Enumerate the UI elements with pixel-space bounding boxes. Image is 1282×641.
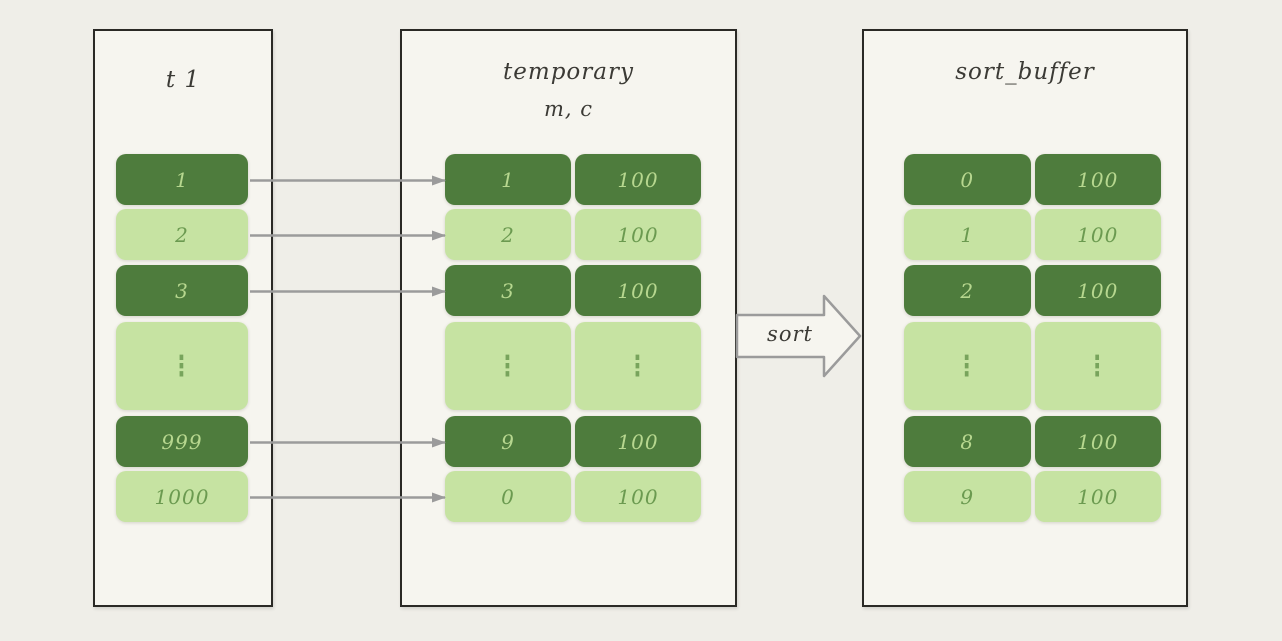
sort-buffer-ellipsis-c: ⋮	[1034, 322, 1161, 410]
t1-title: t 1	[165, 67, 201, 93]
t1-row-3-value: 3	[116, 265, 248, 316]
t1-row-ellipsis: ⋮	[116, 322, 248, 410]
sort-buffer-row-9-c: 100	[1034, 471, 1161, 522]
sort-buffer-row-1-m: 0	[904, 154, 1031, 205]
t1-row-1000: 1000	[116, 471, 248, 522]
sort-buffer-row-2: 1 100	[904, 209, 1161, 260]
sort-buffer-row-2-c: 100	[1034, 209, 1161, 260]
temporary-row-2: 2 100	[445, 209, 701, 260]
sort-buffer-row-9: 9 100	[904, 471, 1161, 522]
temporary-row-1-c: 100	[575, 154, 701, 205]
temporary-columns-label: m, c	[543, 97, 594, 121]
temporary-table-panel: temporary m, c 1 100 2 100 3 100 ⋮ ⋮ 9 1…	[400, 29, 737, 607]
t1-row-1000-value: 1000	[116, 471, 248, 522]
vertical-ellipsis: ⋮	[497, 349, 519, 382]
sort-buffer-row-3-c: 100	[1034, 265, 1161, 316]
temporary-row-0: 0 100	[445, 471, 701, 522]
temporary-row-3-c: 100	[575, 265, 701, 316]
temporary-row-ellipsis: ⋮ ⋮	[445, 322, 701, 410]
vertical-ellipsis: ⋮	[627, 349, 649, 382]
sort-buffer-row-8: 8 100	[904, 416, 1161, 467]
t1-row-1: 1	[116, 154, 248, 205]
sort-buffer-panel: sort_buffer 0 100 1 100 2 100 ⋮ ⋮ 8 100 …	[862, 29, 1188, 607]
vertical-ellipsis: ⋮	[171, 349, 193, 382]
sort-buffer-row-8-m: 8	[904, 416, 1031, 467]
temporary-row-9: 9 100	[445, 416, 701, 467]
temporary-row-0-c: 100	[575, 471, 701, 522]
sort-buffer-row-1-c: 100	[1034, 154, 1161, 205]
temporary-ellipsis-m: ⋮	[445, 322, 571, 410]
t1-row-999-value: 999	[116, 416, 248, 467]
sort-buffer-row-2-m: 1	[904, 209, 1031, 260]
temporary-row-9-c: 100	[575, 416, 701, 467]
temporary-row-9-m: 9	[445, 416, 571, 467]
t1-row-2-value: 2	[116, 209, 248, 260]
temporary-row-3: 3 100	[445, 265, 701, 316]
t1-table-panel: t 1 1 2 3 ⋮ 999 1000	[93, 29, 273, 607]
temporary-row-0-m: 0	[445, 471, 571, 522]
sort-arrow-label: sort	[767, 322, 813, 346]
vertical-ellipsis: ⋮	[1086, 349, 1109, 382]
temporary-row-2-c: 100	[575, 209, 701, 260]
t1-row-999: 999	[116, 416, 248, 467]
temporary-row-3-m: 3	[445, 265, 571, 316]
sort-buffer-row-3: 2 100	[904, 265, 1161, 316]
temporary-row-1-m: 1	[445, 154, 571, 205]
sort-buffer-row-9-m: 9	[904, 471, 1031, 522]
sort-buffer-row-3-m: 2	[904, 265, 1031, 316]
temporary-row-2-m: 2	[445, 209, 571, 260]
temporary-ellipsis-c: ⋮	[575, 322, 701, 410]
t1-row-1-value: 1	[116, 154, 248, 205]
t1-ellipsis-cell: ⋮	[116, 322, 248, 410]
sort-buffer-ellipsis-m: ⋮	[904, 322, 1031, 410]
sort-buffer-title: sort_buffer	[955, 59, 1095, 85]
t1-row-3: 3	[116, 265, 248, 316]
sort-buffer-row-1: 0 100	[904, 154, 1161, 205]
sort-buffer-row-8-c: 100	[1034, 416, 1161, 467]
sort-buffer-row-ellipsis: ⋮ ⋮	[904, 322, 1161, 410]
t1-row-2: 2	[116, 209, 248, 260]
vertical-ellipsis: ⋮	[956, 349, 979, 382]
temporary-title: temporary	[503, 59, 634, 85]
temporary-row-1: 1 100	[445, 154, 701, 205]
